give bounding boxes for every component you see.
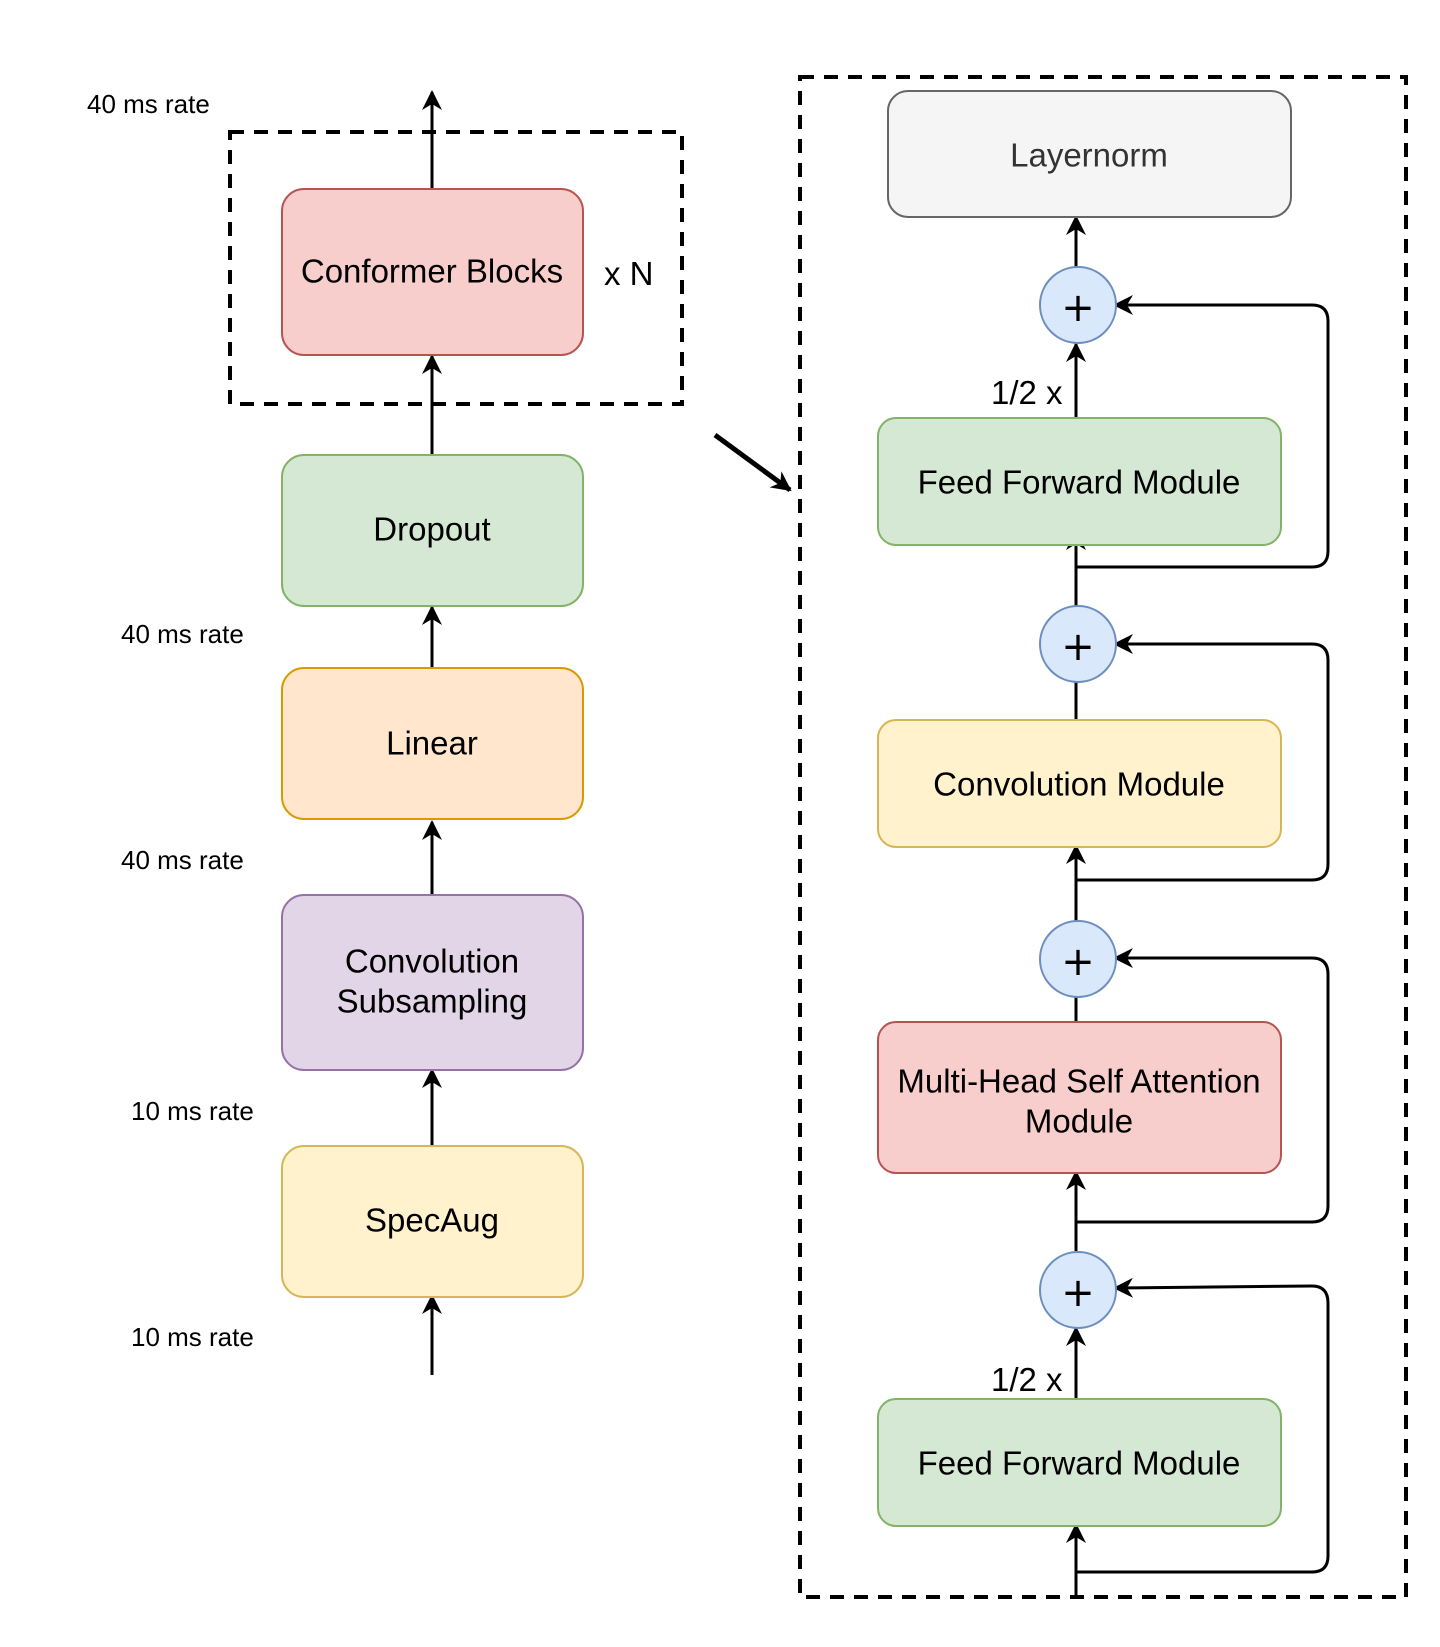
adder-after-conv: +: [1039, 605, 1117, 683]
conv-subsampling-box: [281, 894, 584, 1071]
mhsa-module-box: [877, 1021, 1282, 1174]
linear-label: Linear: [386, 725, 478, 762]
conformer-blocks-label: Conformer Blocks: [301, 253, 563, 290]
conv-module-label: Convolution Module: [933, 766, 1225, 803]
conv-subsampling-label-line1: Convolution: [345, 943, 519, 980]
output-rate-label: 40 ms rate: [87, 89, 210, 119]
plus-icon: +: [1061, 1270, 1095, 1316]
residual-path-ffn-bottom: [1076, 1277, 1330, 1574]
specaug-label: SpecAug: [365, 1202, 499, 1239]
mhsa-label-line2: Module: [1025, 1103, 1133, 1140]
ffn-bottom-box: [877, 1398, 1282, 1527]
dropout-label: Dropout: [373, 511, 490, 548]
layernorm-box: [887, 90, 1292, 218]
mhsa-label-line1: Multi-Head Self Attention: [897, 1063, 1260, 1100]
repeat-count-label: x N: [604, 255, 654, 292]
plus-icon: +: [1061, 285, 1095, 331]
conformer-block-dashed-box: [798, 75, 1408, 1599]
expand-arrow: [713, 432, 792, 493]
conv-module-box: [877, 719, 1282, 848]
dropout-rate-label: 40 ms rate: [121, 619, 244, 649]
conformer-repeat-dashed-box: [228, 130, 684, 406]
ffn-bottom-scale-label: 1/2 x: [991, 1361, 1063, 1398]
conformer-blocks-box: [281, 188, 584, 356]
linear-rate-label: 40 ms rate: [121, 845, 244, 875]
ffn-top-label: Feed Forward Module: [918, 464, 1241, 501]
input-rate-label: 10 ms rate: [131, 1322, 254, 1352]
layernorm-label: Layernorm: [1010, 137, 1168, 174]
dropout-box: [281, 454, 584, 607]
residual-path-mhsa: [1076, 948, 1330, 1224]
conv-subsampling-label-line2: Subsampling: [337, 983, 528, 1020]
ffn-bottom-label: Feed Forward Module: [918, 1445, 1241, 1482]
specaug-box: [281, 1145, 584, 1298]
residual-path-ffn-top: [1076, 295, 1330, 569]
subsampling-rate-label: 10 ms rate: [131, 1096, 254, 1126]
adder-after-mhsa: +: [1039, 920, 1117, 998]
ffn-top-box: [877, 417, 1282, 546]
linear-box: [281, 667, 584, 820]
ffn-top-scale-label: 1/2 x: [991, 374, 1063, 411]
adder-after-ffn-bottom: +: [1039, 1251, 1117, 1329]
plus-icon: +: [1061, 624, 1095, 670]
adder-after-ffn-top: +: [1039, 266, 1117, 344]
plus-icon: +: [1061, 939, 1095, 985]
residual-path-conv: [1076, 634, 1330, 882]
